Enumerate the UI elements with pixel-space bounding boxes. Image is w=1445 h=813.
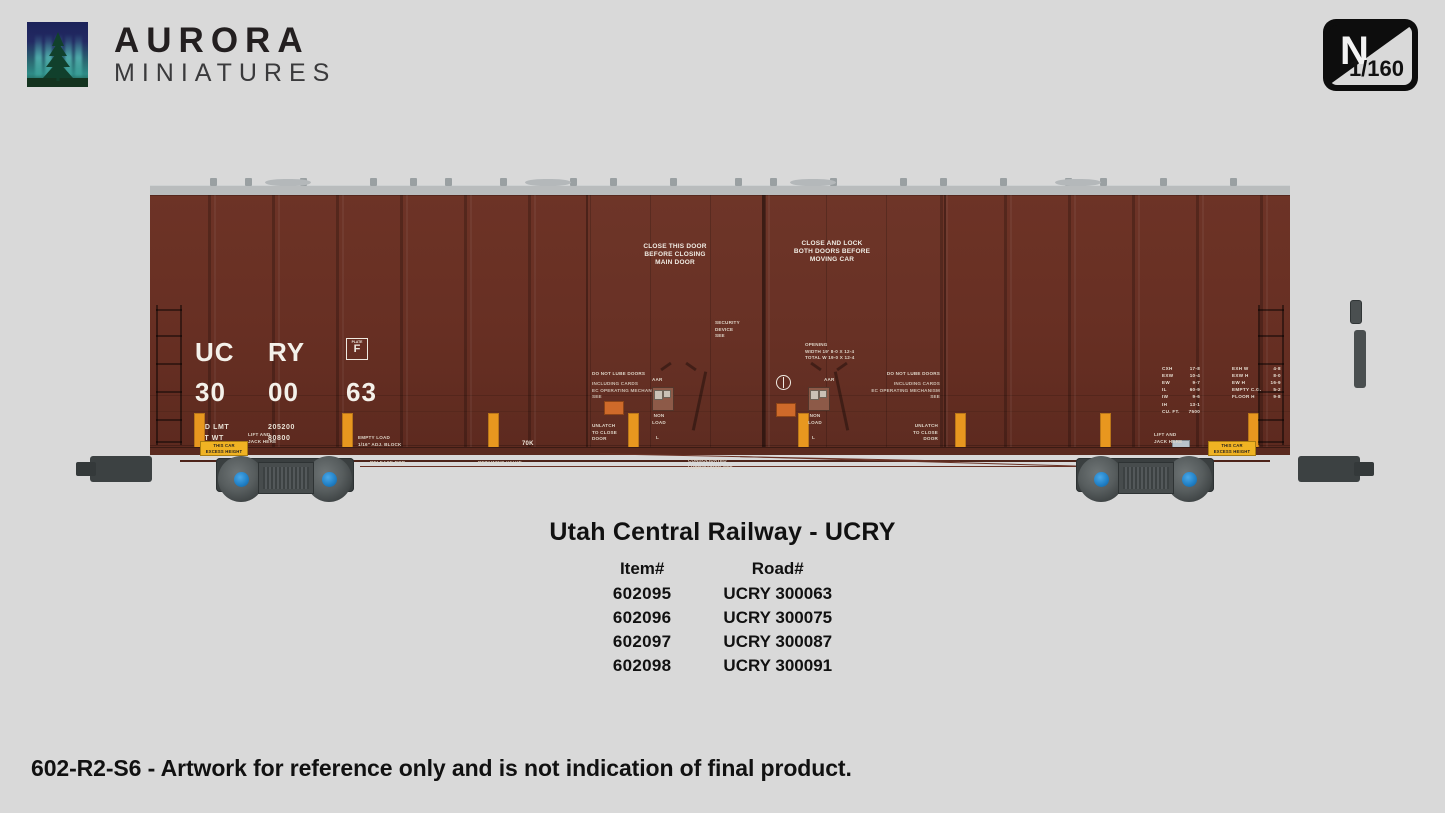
car-sill xyxy=(150,447,1290,455)
unlatch-stencil: UNLATCH TO CLOSE DOOR xyxy=(592,423,617,442)
plate-f-placard: PLATE F xyxy=(346,338,368,360)
coupler-left xyxy=(90,456,152,482)
knuckle-right xyxy=(1354,462,1374,476)
cell-road: UCRY 300087 xyxy=(723,632,833,651)
cell-road: UCRY 300063 xyxy=(723,584,833,603)
lift-jack-stencil-right: LIFT AND JACK HERE xyxy=(1154,432,1183,444)
load-marker-left: L xyxy=(656,435,660,440)
security-device-stencil: SECURITY DEVICE SEE xyxy=(715,320,740,339)
cell-road: UCRY 300075 xyxy=(723,608,833,627)
knuckle-left xyxy=(76,462,96,476)
caption-block: Utah Central Railway - UCRY Item# Road# … xyxy=(0,518,1445,678)
scale-letter: N xyxy=(1340,29,1369,73)
column-header-item: Item# xyxy=(619,559,665,578)
weight-labels: LD LMT LT WT xyxy=(200,424,230,443)
cell-road: UCRY 300091 xyxy=(723,656,833,675)
non-load-stencil: NON LOAD xyxy=(808,413,822,425)
do-not-lube-stencil: DO NOT LUBE DOORS xyxy=(886,371,940,376)
opening-dimensions-stencil: OPENING WIDTH 19' 8-0 X 12-4 TOTAL W 19-… xyxy=(805,342,855,361)
retaining-valve-stencil: RETAINING VALVE xyxy=(478,460,522,465)
coupler-right xyxy=(1298,456,1360,482)
do-not-lube-subtext: INCLUDING CARDS EC OPERATING MECHANISM S… xyxy=(592,381,661,400)
release-rod-stencil: RELEASE ROD xyxy=(370,460,406,465)
door-warning-left: CLOSE THIS DOOR BEFORE CLOSING MAIN DOOR xyxy=(643,243,707,267)
table-row: 602096 UCRY 300075 xyxy=(587,606,858,630)
road-name-title: Utah Central Railway - UCRY xyxy=(549,518,896,546)
brand-name-primary: AURORA xyxy=(114,20,310,60)
lift-jack-stencil-left: LIFT AND JACK HERE xyxy=(248,432,277,444)
underframe xyxy=(180,453,1270,476)
cell-item: 602095 xyxy=(612,584,672,603)
reporting-marks-letters-right: RY xyxy=(268,337,306,367)
aar-stencil: AAR xyxy=(652,377,663,382)
end-platform-right xyxy=(1354,330,1366,388)
table-row: 602098 UCRY 300091 xyxy=(587,654,858,678)
disclaimer-note: 602-R2-S6 - Artwork for reference only a… xyxy=(31,755,852,781)
truck-left xyxy=(210,452,360,504)
door-mechanism-right: DO NOT LUBE DOORS INCLUDING CARDS EC OPE… xyxy=(766,361,942,447)
road-number-part-b: 00 xyxy=(268,377,299,407)
ladder-right xyxy=(1258,305,1284,445)
door-warning-right: CLOSE AND LOCK BOTH DOORS BEFORE MOVING … xyxy=(793,240,871,264)
brake-wheel xyxy=(1350,300,1362,326)
car-roof xyxy=(150,185,1290,196)
scale-badge: N 1/160 xyxy=(1323,19,1418,91)
circle-bar-logo-icon xyxy=(776,375,791,390)
weight-values: 205200 80800 xyxy=(268,424,295,443)
brand-name-secondary: MINIATURES xyxy=(114,59,337,88)
ladder-left xyxy=(156,305,182,445)
table-row: 602097 UCRY 300087 xyxy=(587,630,858,654)
wheel xyxy=(218,456,264,502)
table-header-row: Item# Road# xyxy=(587,557,858,582)
excess-height-placard-left: THIS CAR EXCESS HEIGHT xyxy=(200,441,248,457)
door-left xyxy=(586,195,766,447)
table-row: 602095 UCRY 300063 xyxy=(587,582,858,606)
do-not-lube-stencil: DO NOT LUBE DOORS xyxy=(592,371,646,376)
empty-load-stencil: EMPTY LOAD 1/16" ADJ. BLOCK xyxy=(358,435,402,447)
excess-height-placard-right: THIS CAR EXCESS HEIGHT xyxy=(1208,441,1256,457)
car-body: CLOSE THIS DOOR BEFORE CLOSING MAIN DOOR… xyxy=(150,195,1290,458)
boxcar-artwork: CLOSE THIS DOOR BEFORE CLOSING MAIN DOOR… xyxy=(70,170,1380,515)
road-number-part-c: 63 xyxy=(346,377,377,407)
cell-item: 602098 xyxy=(612,656,672,675)
load-marker-right: L xyxy=(812,435,816,440)
brand-logo: AURORA MINIATURES xyxy=(27,22,336,87)
reporting-marks-letters-left: UC xyxy=(195,337,235,367)
door-right xyxy=(762,195,946,447)
non-load-stencil: NON LOAD xyxy=(652,413,666,425)
seventy-k-stencil: 70K xyxy=(522,441,534,447)
road-number-part-a: 30 xyxy=(195,377,226,407)
cell-item: 602096 xyxy=(612,608,672,627)
door-mechanism-left: DO NOT LUBE DOORS INCLUDING CARDS EC OPE… xyxy=(590,361,760,447)
cell-item: 602097 xyxy=(612,632,672,651)
aar-stencil: AAR xyxy=(824,377,835,382)
consolidated-stencil-note: CONSOLIDATED LUBRICATION SET xyxy=(688,458,733,470)
aurora-pine-logo-icon xyxy=(27,22,88,87)
truck-right xyxy=(1070,452,1220,504)
column-header-road: Road# xyxy=(751,559,804,578)
do-not-lube-subtext: INCLUDING CARDS EC OPERATING MECHANISM S… xyxy=(871,381,940,400)
wheel xyxy=(1078,456,1124,502)
scale-ratio: 1/160 xyxy=(1348,56,1404,81)
unlatch-stencil: UNLATCH TO CLOSE DOOR xyxy=(913,423,938,442)
product-table: Item# Road# 602095 UCRY 300063 602096 UC… xyxy=(587,557,858,678)
